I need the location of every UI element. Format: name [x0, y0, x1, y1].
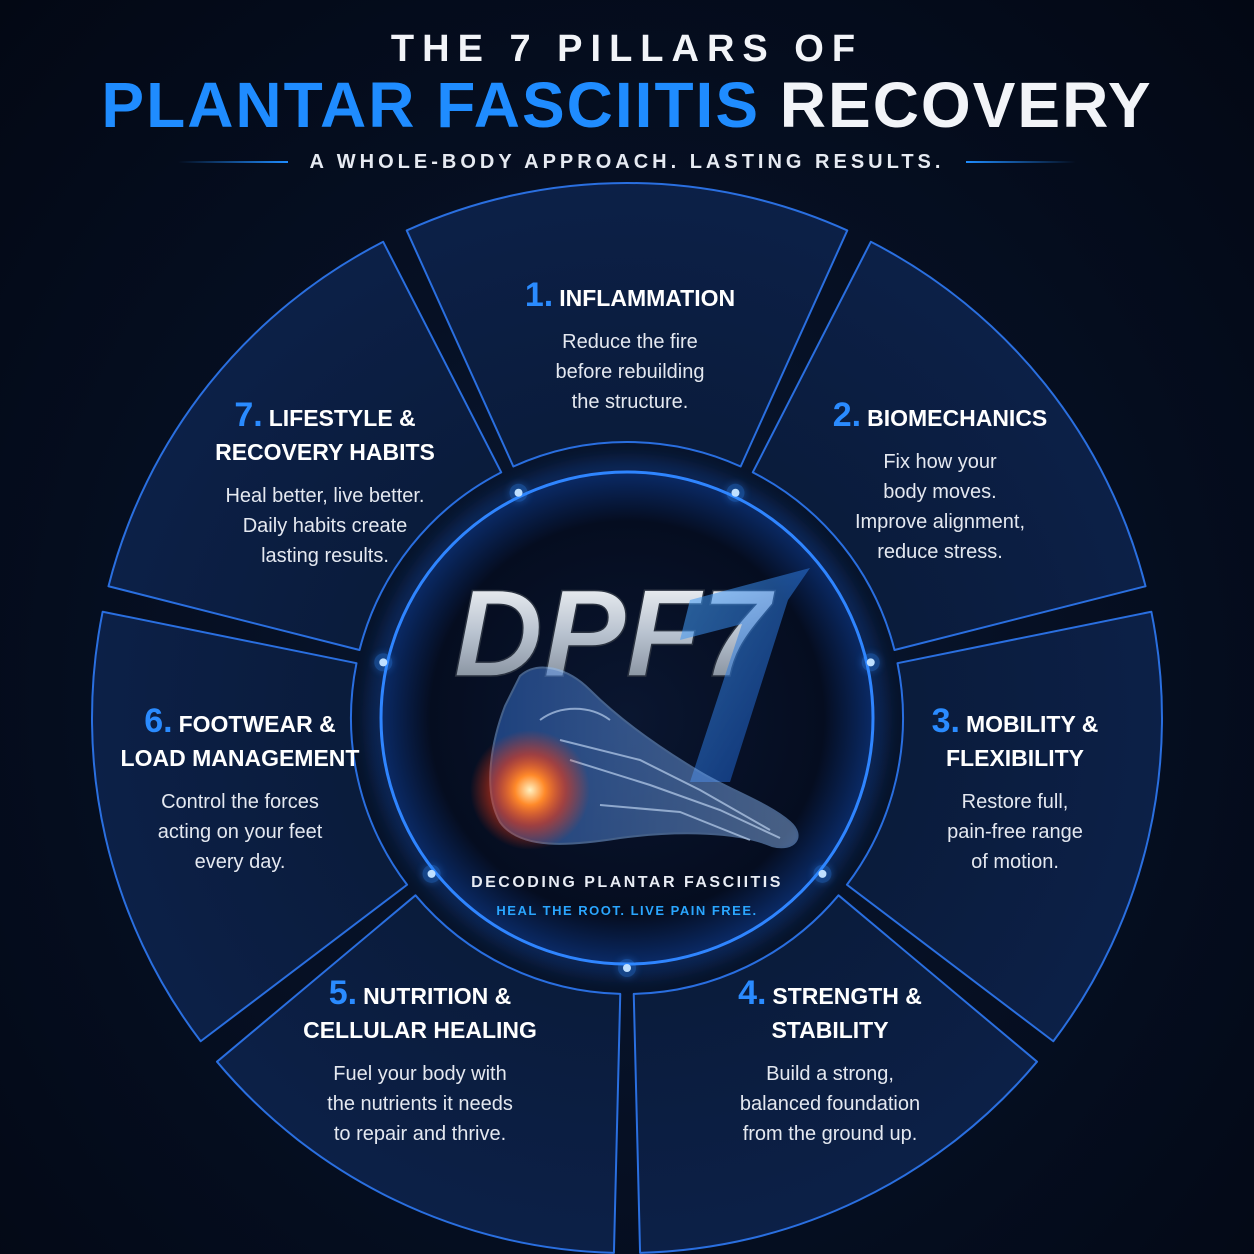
wheel-segment-5 — [215, 894, 622, 1254]
foot-xray-icon — [470, 666, 799, 850]
wheel-segment-2 — [751, 240, 1147, 652]
pillar-desc-line: Build a strong, — [766, 1063, 894, 1085]
wheel-segment-7 — [107, 240, 503, 652]
title-plain: RECOVERY — [779, 69, 1153, 141]
tagline-row: A WHOLE-BODY APPROACH. LASTING RESULTS. — [0, 150, 1254, 174]
connector-node — [731, 488, 740, 497]
pillar-2-biomechanics: 2.BIOMECHANICS Fix how your body moves. … — [790, 398, 1090, 567]
pillar-desc-line: Control the forces — [161, 791, 319, 813]
pillar-title-line2: FLEXIBILITY — [946, 745, 1084, 771]
pillar-number: 7. — [234, 396, 263, 434]
pillar-desc-line: Restore full, — [961, 791, 1069, 813]
pillar-number: 3. — [931, 702, 960, 740]
pillar-number: 1. — [524, 276, 554, 314]
pillar-title: INFLAMMATION — [559, 285, 736, 311]
heel-inflammation-glow — [470, 730, 590, 850]
pillar-desc-line: Daily habits create — [242, 515, 408, 537]
pillar-title-line2: LOAD MANAGEMENT — [120, 745, 360, 771]
center-slogan: HEAL THE ROOT. LIVE PAIN FREE. — [496, 903, 758, 918]
pillar-number: 5. — [328, 974, 358, 1012]
pillar-number: 4. — [738, 974, 767, 1012]
pillar-desc-line: the structure. — [571, 391, 689, 413]
title-accent: PLANTAR FASCIITIS — [101, 69, 760, 141]
tagline-divider-right — [966, 161, 1077, 163]
connector-node — [427, 869, 436, 878]
segments-group — [91, 181, 1163, 1254]
pillar-title: LIFESTYLE & — [268, 405, 416, 431]
pillar-desc-line: lasting results. — [261, 545, 389, 567]
logo-seven-swoosh — [680, 568, 810, 782]
pillar-number: 6. — [144, 702, 173, 740]
pillar-title: NUTRITION & — [363, 983, 512, 1009]
connector-node — [379, 658, 388, 667]
dpf7-logo: DPF7 — [453, 564, 810, 782]
pillar-title-line2: CELLULAR HEALING — [303, 1017, 537, 1043]
pillar-desc-line: body moves. — [883, 481, 997, 503]
pillar-desc-line: before rebuilding — [555, 361, 705, 383]
pillar-desc-line: to repair and thrive. — [333, 1123, 507, 1145]
pillar-3-mobility: 3.MOBILITY & FLEXIBILITY Restore full, p… — [880, 704, 1150, 877]
connector-node — [866, 658, 875, 667]
pillar-desc-line: Heal better, live better. — [225, 485, 425, 507]
nodes-group — [374, 483, 880, 977]
connector-node — [514, 488, 523, 497]
pillar-desc-line: Improve alignment, — [854, 511, 1026, 533]
connector-node — [818, 869, 827, 878]
pillar-desc-line: acting on your feet — [157, 821, 323, 843]
pillar-desc-line: of motion. — [971, 851, 1059, 873]
pillar-title: BIOMECHANICS — [867, 405, 1048, 431]
pillar-7-lifestyle: 7.LIFESTYLE & RECOVERY HABITS Heal bette… — [180, 398, 470, 571]
wheel-segment-4 — [632, 894, 1039, 1254]
pillar-desc-line: Fuel your body with — [333, 1063, 507, 1085]
pillar-title: MOBILITY & — [965, 711, 1099, 737]
pillar-6-footwear: 6.FOOTWEAR & LOAD MANAGEMENT Control the… — [100, 704, 380, 877]
pillar-desc-line: Reduce the fire — [562, 331, 698, 353]
wheel-segment-6 — [91, 610, 409, 1043]
pillar-number: 2. — [832, 396, 862, 434]
pillar-desc-line: balanced foundation — [739, 1093, 921, 1115]
center-subtitle: DECODING PLANTAR FASCIITIS — [471, 874, 783, 891]
wheel-segment-1 — [405, 181, 849, 468]
page-title: PLANTAR FASCIITIS RECOVERY — [0, 68, 1254, 142]
title-top: THE 7 PILLARS OF — [390, 28, 864, 70]
pillar-title-line2: STABILITY — [771, 1017, 889, 1043]
pillar-title-line2: RECOVERY HABITS — [215, 439, 435, 465]
pillar-5-nutrition: 5.NUTRITION & CELLULAR HEALING Fuel your… — [270, 976, 570, 1149]
tagline: A WHOLE-BODY APPROACH. LASTING RESULTS. — [309, 150, 945, 173]
pillar-desc-line: pain-free range — [947, 821, 1083, 843]
pillar-desc-line: every day. — [194, 851, 286, 873]
tagline-divider-left — [177, 161, 288, 163]
wheel-segment-3 — [845, 610, 1163, 1043]
connector-node — [623, 964, 631, 972]
pillar-title: STRENGTH & — [772, 983, 922, 1009]
pillar-desc-line: from the ground up. — [742, 1123, 918, 1145]
pillar-desc-line: Fix how your — [883, 451, 997, 473]
pillar-4-strength: 4.STRENGTH & STABILITY Build a strong, b… — [680, 976, 980, 1149]
pillar-desc-line: the nutrients it needs — [327, 1093, 513, 1115]
pillar-title: FOOTWEAR & — [178, 711, 336, 737]
pillar-1-inflammation: 1.INFLAMMATION Reduce the fire before re… — [470, 278, 790, 417]
logo-text: DPF7 — [454, 565, 776, 703]
pillar-desc-line: reduce stress. — [877, 541, 1003, 563]
